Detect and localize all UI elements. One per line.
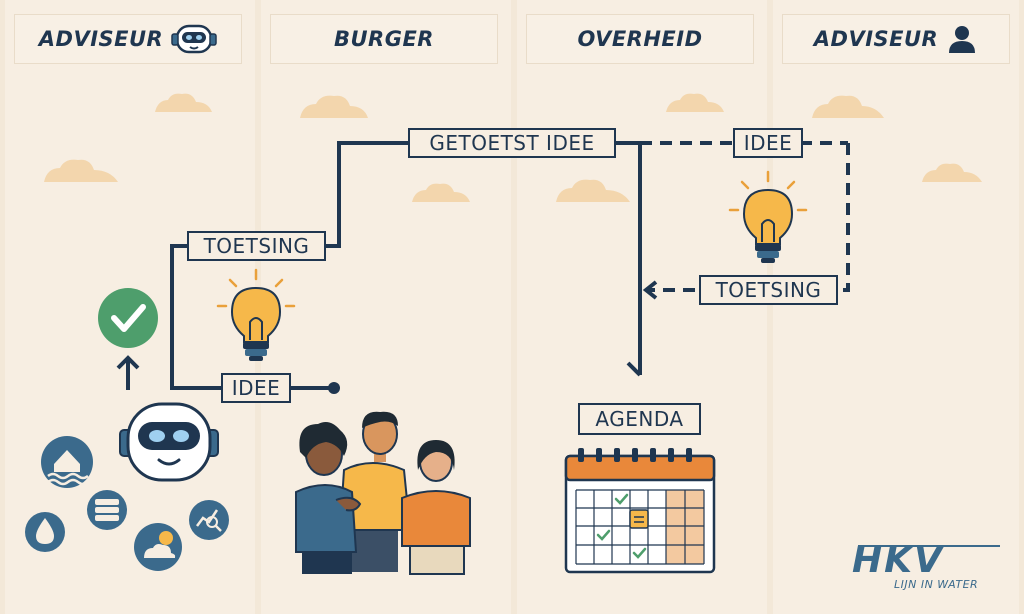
people-group [295, 411, 471, 575]
checkmark-icon [98, 288, 158, 348]
calendar-icon [564, 448, 716, 574]
lightbulb-icon [728, 170, 808, 263]
arrow-up-icon [116, 355, 140, 390]
arrowhead-toetsing-right [642, 280, 658, 300]
label-toetsing-left: TOETSING [187, 231, 326, 261]
column-adviseur-human [773, 0, 1019, 614]
cloud [44, 93, 982, 202]
flow-lines [170, 141, 850, 390]
label-idee-right: IDEE [733, 128, 803, 158]
label-agenda: AGENDA [578, 403, 701, 435]
arrowhead-agenda [626, 361, 642, 377]
column-title: ADVISEUR [38, 27, 164, 51]
column-header-burger: BURGER [270, 14, 498, 64]
column-header-adviseur-human: ADVISEUR [782, 14, 1010, 64]
column-title: BURGER [334, 27, 434, 51]
label-getoetst-idee: GETOETST IDEE [408, 128, 616, 158]
person-icon [946, 23, 978, 55]
database-icon [87, 490, 127, 530]
connector-dot [328, 382, 340, 394]
connector-idee-to-getoetst [170, 141, 640, 390]
hkv-logo: HKV LIJN IN WATER [852, 540, 1002, 596]
robot-icon [171, 24, 217, 54]
chart-search-icon [189, 500, 229, 540]
robot-icon [119, 402, 219, 482]
column-title: ADVISEUR [813, 27, 939, 51]
lightbulb-icon [216, 268, 296, 361]
label-idee-left: IDEE [221, 373, 291, 403]
logo-name: HKV [852, 540, 944, 581]
flood-icon [41, 436, 93, 488]
weather-icon [134, 523, 182, 571]
label-toetsing-right: TOETSING [699, 275, 838, 305]
logo-tagline: LIJN IN WATER [894, 578, 979, 591]
column-header-adviseur-ai: ADVISEUR [14, 14, 242, 64]
water-drop-icon [25, 512, 65, 552]
column-header-overheid: OVERHEID [526, 14, 754, 64]
column-title: OVERHEID [577, 27, 703, 51]
